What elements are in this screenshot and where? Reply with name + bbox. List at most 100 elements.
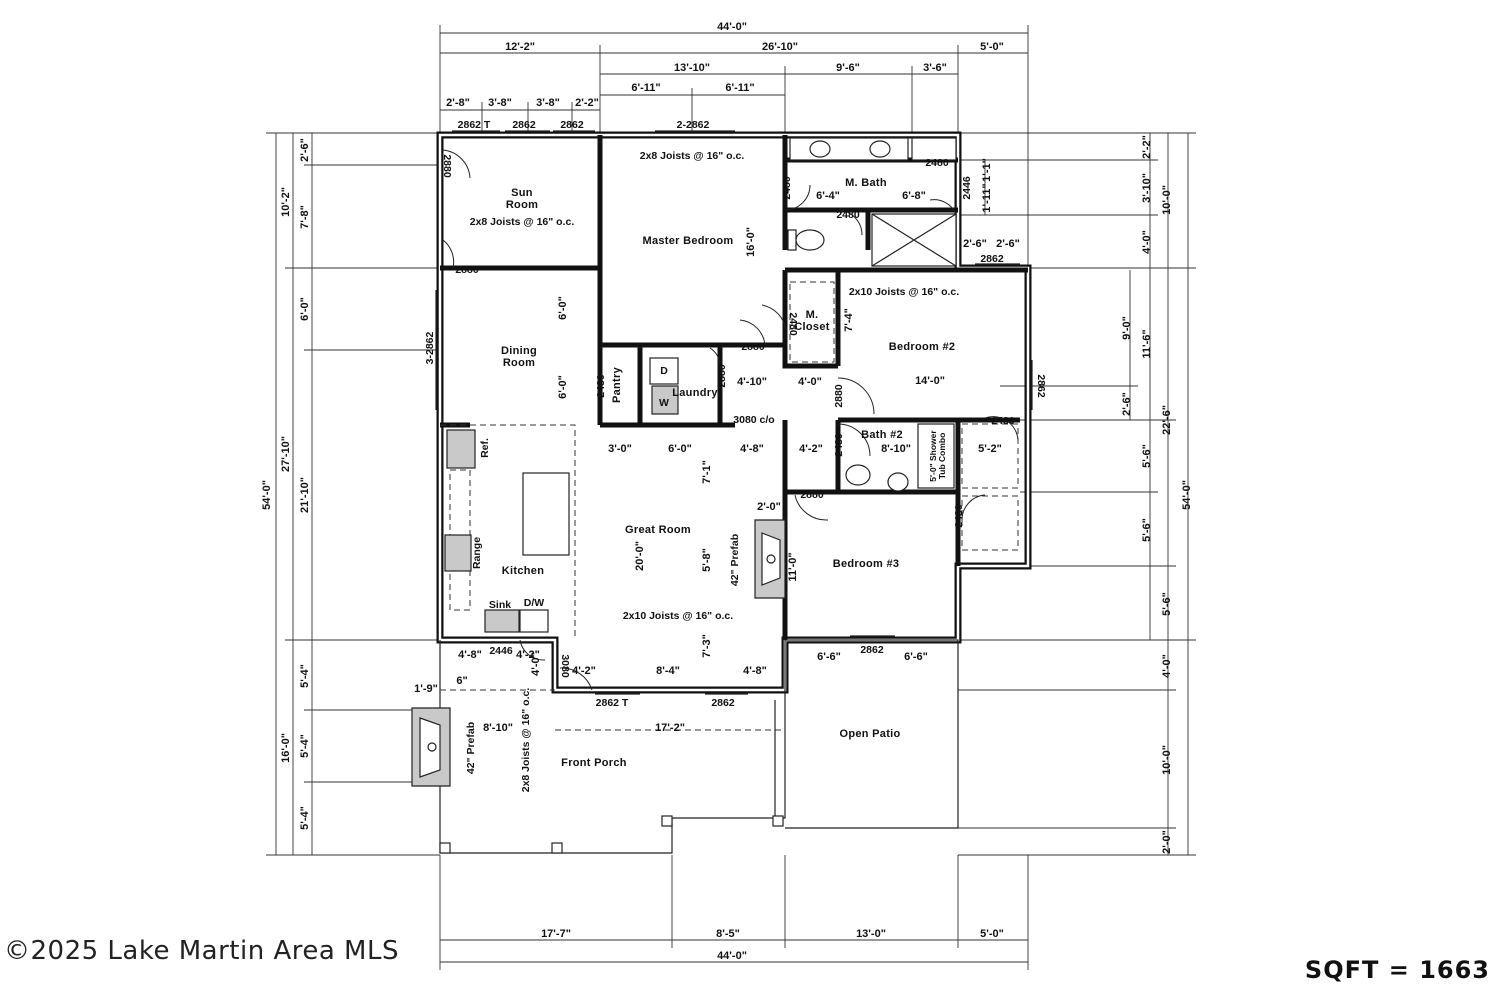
- dim-top-r2-3: 5'-0": [980, 41, 1004, 53]
- window-marks: [435, 130, 1033, 695]
- dim-right-r3: 5'-6": [1141, 518, 1153, 542]
- joists-master: 2x8 Joists @ 16" o.c.: [640, 150, 745, 162]
- dim-interior: 8'-10": [881, 443, 911, 455]
- dim-right-total: 54'-0": [1181, 480, 1193, 510]
- dim-right-r2: 2'-0": [1161, 830, 1173, 854]
- dim-top-r5-3: 3'-8": [536, 97, 560, 109]
- dim-interior: 4'-2": [516, 649, 540, 661]
- window-label: 2480: [925, 157, 949, 169]
- joists-porch: 2x8 Joists @ 16" o.c.: [520, 688, 532, 793]
- room-pantry: Pantry: [611, 366, 623, 403]
- dim-interior: 4'-8": [740, 443, 764, 455]
- room-great-room: Great Room: [625, 524, 691, 536]
- room-laundry: Laundry: [672, 387, 718, 399]
- dim-right-r3: 3'-10": [1141, 173, 1153, 203]
- dim-interior: 4'-8": [458, 649, 482, 661]
- dim-interior: 2'-6": [996, 238, 1020, 250]
- dim-right-small: 1'-11": [981, 183, 993, 212]
- dim-right-r3: 2'-2": [1141, 135, 1153, 159]
- window-label: 2446: [961, 176, 973, 200]
- dim-left-r2: 10'-2": [280, 187, 292, 217]
- window-label: 2480: [991, 415, 1015, 427]
- window-label: 2480: [781, 176, 793, 200]
- joists-sun-room: 2x8 Joists @ 16" o.c.: [470, 216, 575, 228]
- dim-bottom-2: 8'-5": [716, 928, 740, 940]
- dim-interior: 7'-3": [701, 634, 713, 658]
- dim-bottom-4: 5'-0": [980, 928, 1004, 940]
- window-label: 2480: [787, 312, 799, 336]
- room-front-porch: Front Porch: [561, 757, 627, 769]
- dim-right-r2: 10'-0": [1161, 745, 1173, 775]
- room-bedroom-3: Bedroom #3: [833, 558, 900, 570]
- dim-right-small: 1'-1": [981, 158, 993, 182]
- dim-top-r3-1: 13'-10": [674, 62, 710, 74]
- room-open-patio: Open Patio: [839, 728, 900, 740]
- dim-bottom-3: 13'-0": [856, 928, 886, 940]
- ref-label: Ref.: [479, 438, 491, 458]
- window-label: 2880: [833, 384, 845, 408]
- dim-right-r2: 22'-6": [1161, 405, 1173, 435]
- dim-interior: 6'-6": [817, 651, 841, 663]
- prefab-porch-label: 42" Prefab: [465, 722, 477, 774]
- dim-left-r3: 6'-0": [299, 297, 311, 321]
- dim-interior: 4'-0": [530, 652, 542, 676]
- dim-left-r2: 16'-0": [280, 733, 292, 763]
- dim-interior: 7'-4": [843, 308, 855, 332]
- dim-interior: 6'-0": [668, 443, 692, 455]
- dim-top-r5-1: 2'-8": [446, 97, 470, 109]
- window-label: 2880: [800, 489, 824, 501]
- window-label: 2862 T: [596, 697, 629, 709]
- dim-interior: 4'-2": [799, 443, 823, 455]
- dim-interior: 16'-0": [745, 227, 757, 257]
- window-label: 3-2862: [424, 331, 436, 364]
- dim-interior: 6'-0": [557, 375, 569, 399]
- window-label: 2446: [489, 645, 513, 657]
- window-label: 2880: [455, 264, 479, 276]
- dim-right-r2: 5'-6": [1161, 592, 1173, 616]
- dim-top-r2-1: 12'-2": [505, 41, 535, 53]
- dim-interior: 6'-6": [904, 651, 928, 663]
- dim-left-r3: 5'-4": [299, 734, 311, 758]
- window-label: 2480: [953, 504, 965, 528]
- window-label: 2-2862: [677, 119, 710, 131]
- porch-outline: [439, 424, 959, 854]
- doors: [442, 149, 1019, 691]
- dim-left-r3: 21'-10": [299, 477, 311, 513]
- dim-interior: 8'-4": [656, 665, 680, 677]
- dim-top-r4-2: 6'-11": [725, 82, 754, 94]
- joists-great-room: 2x10 Joists @ 16" o.c.: [623, 610, 733, 622]
- dim-interior: 6": [456, 675, 467, 687]
- dim-interior: 8'-10": [483, 722, 513, 734]
- room-m-bath: M. Bath: [845, 177, 887, 189]
- dim-bottom-1: 17'-7": [541, 928, 571, 940]
- dim-right-r4: 9'-0": [1121, 316, 1133, 340]
- fixtures: [411, 137, 1019, 854]
- range-label: Range: [471, 537, 483, 569]
- dimension-lines: [266, 25, 1196, 970]
- window-label: 2862: [512, 119, 536, 131]
- dim-right-r3: 11'-6": [1141, 329, 1153, 358]
- dim-left-r3: 5'-4": [299, 664, 311, 688]
- dim-interior: 4'-2": [572, 665, 596, 677]
- dim-left-r3: 5'-4": [299, 806, 311, 830]
- window-label: 2480: [833, 433, 845, 457]
- dim-interior: 2'-6": [963, 238, 987, 250]
- dw-label: D/W: [524, 597, 545, 609]
- dim-interior: 6'-8": [902, 190, 926, 202]
- dryer-label: D: [660, 365, 668, 377]
- dim-right-r4: 2'-6": [1121, 392, 1133, 416]
- window-label: 2862 T: [458, 119, 491, 131]
- sink-label: Sink: [489, 599, 511, 611]
- dim-interior: 6'-0": [557, 296, 569, 320]
- shower-tub-label: 5'-0" ShowerTub Combo: [928, 430, 947, 482]
- window-label: 2862: [860, 644, 884, 656]
- room-bedroom-2: Bedroom #2: [889, 341, 956, 353]
- window-label: 2862: [711, 697, 735, 709]
- window-label: 2880: [741, 341, 765, 353]
- window-label: 2880: [441, 154, 453, 178]
- window-label: 2862: [980, 253, 1004, 265]
- dim-bottom-total: 44'-0": [717, 950, 747, 962]
- dim-right-r3: 5'-6": [1141, 444, 1153, 468]
